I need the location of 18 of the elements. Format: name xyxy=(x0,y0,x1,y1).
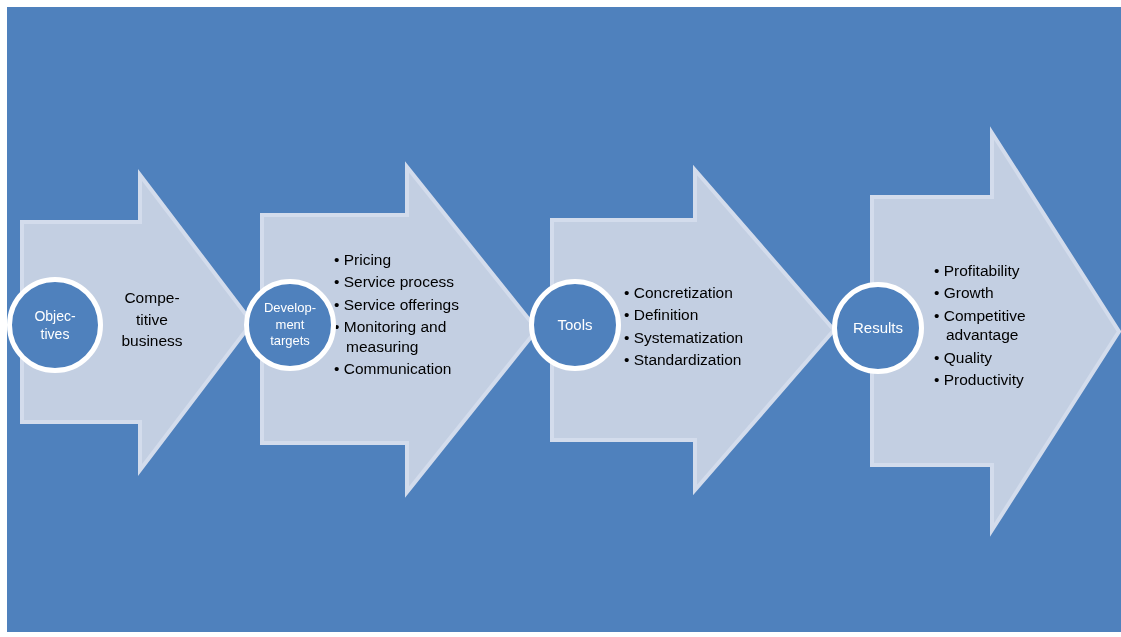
bullet-item: • Communication xyxy=(334,358,453,379)
stage-label: Tools xyxy=(556,315,594,335)
bullet-item: • Growth xyxy=(934,283,995,303)
bullet-item: • Pricing xyxy=(334,250,393,270)
stage-label: Results xyxy=(852,318,904,338)
bullet-item: • Service offerings xyxy=(334,294,460,315)
stage-label: Objec-tives xyxy=(33,306,77,344)
bullet-item: • Systematization xyxy=(624,327,745,348)
bullet-item: • Concretization xyxy=(624,283,734,303)
bullet-item: • Profitability xyxy=(934,261,1021,281)
bullet-item: • Standardization xyxy=(624,350,743,370)
bullet-item: • Competitive advantage xyxy=(934,305,1027,345)
stage-label: Develop-ment targets xyxy=(263,299,317,351)
arrow-text: Compe-titive business xyxy=(120,288,184,352)
bullet-item: • Quality xyxy=(934,347,993,367)
bullet-item: • Definition xyxy=(624,305,700,325)
bullet-item: • Productivity xyxy=(934,369,1025,390)
bullet-item: • Service process xyxy=(334,272,455,292)
